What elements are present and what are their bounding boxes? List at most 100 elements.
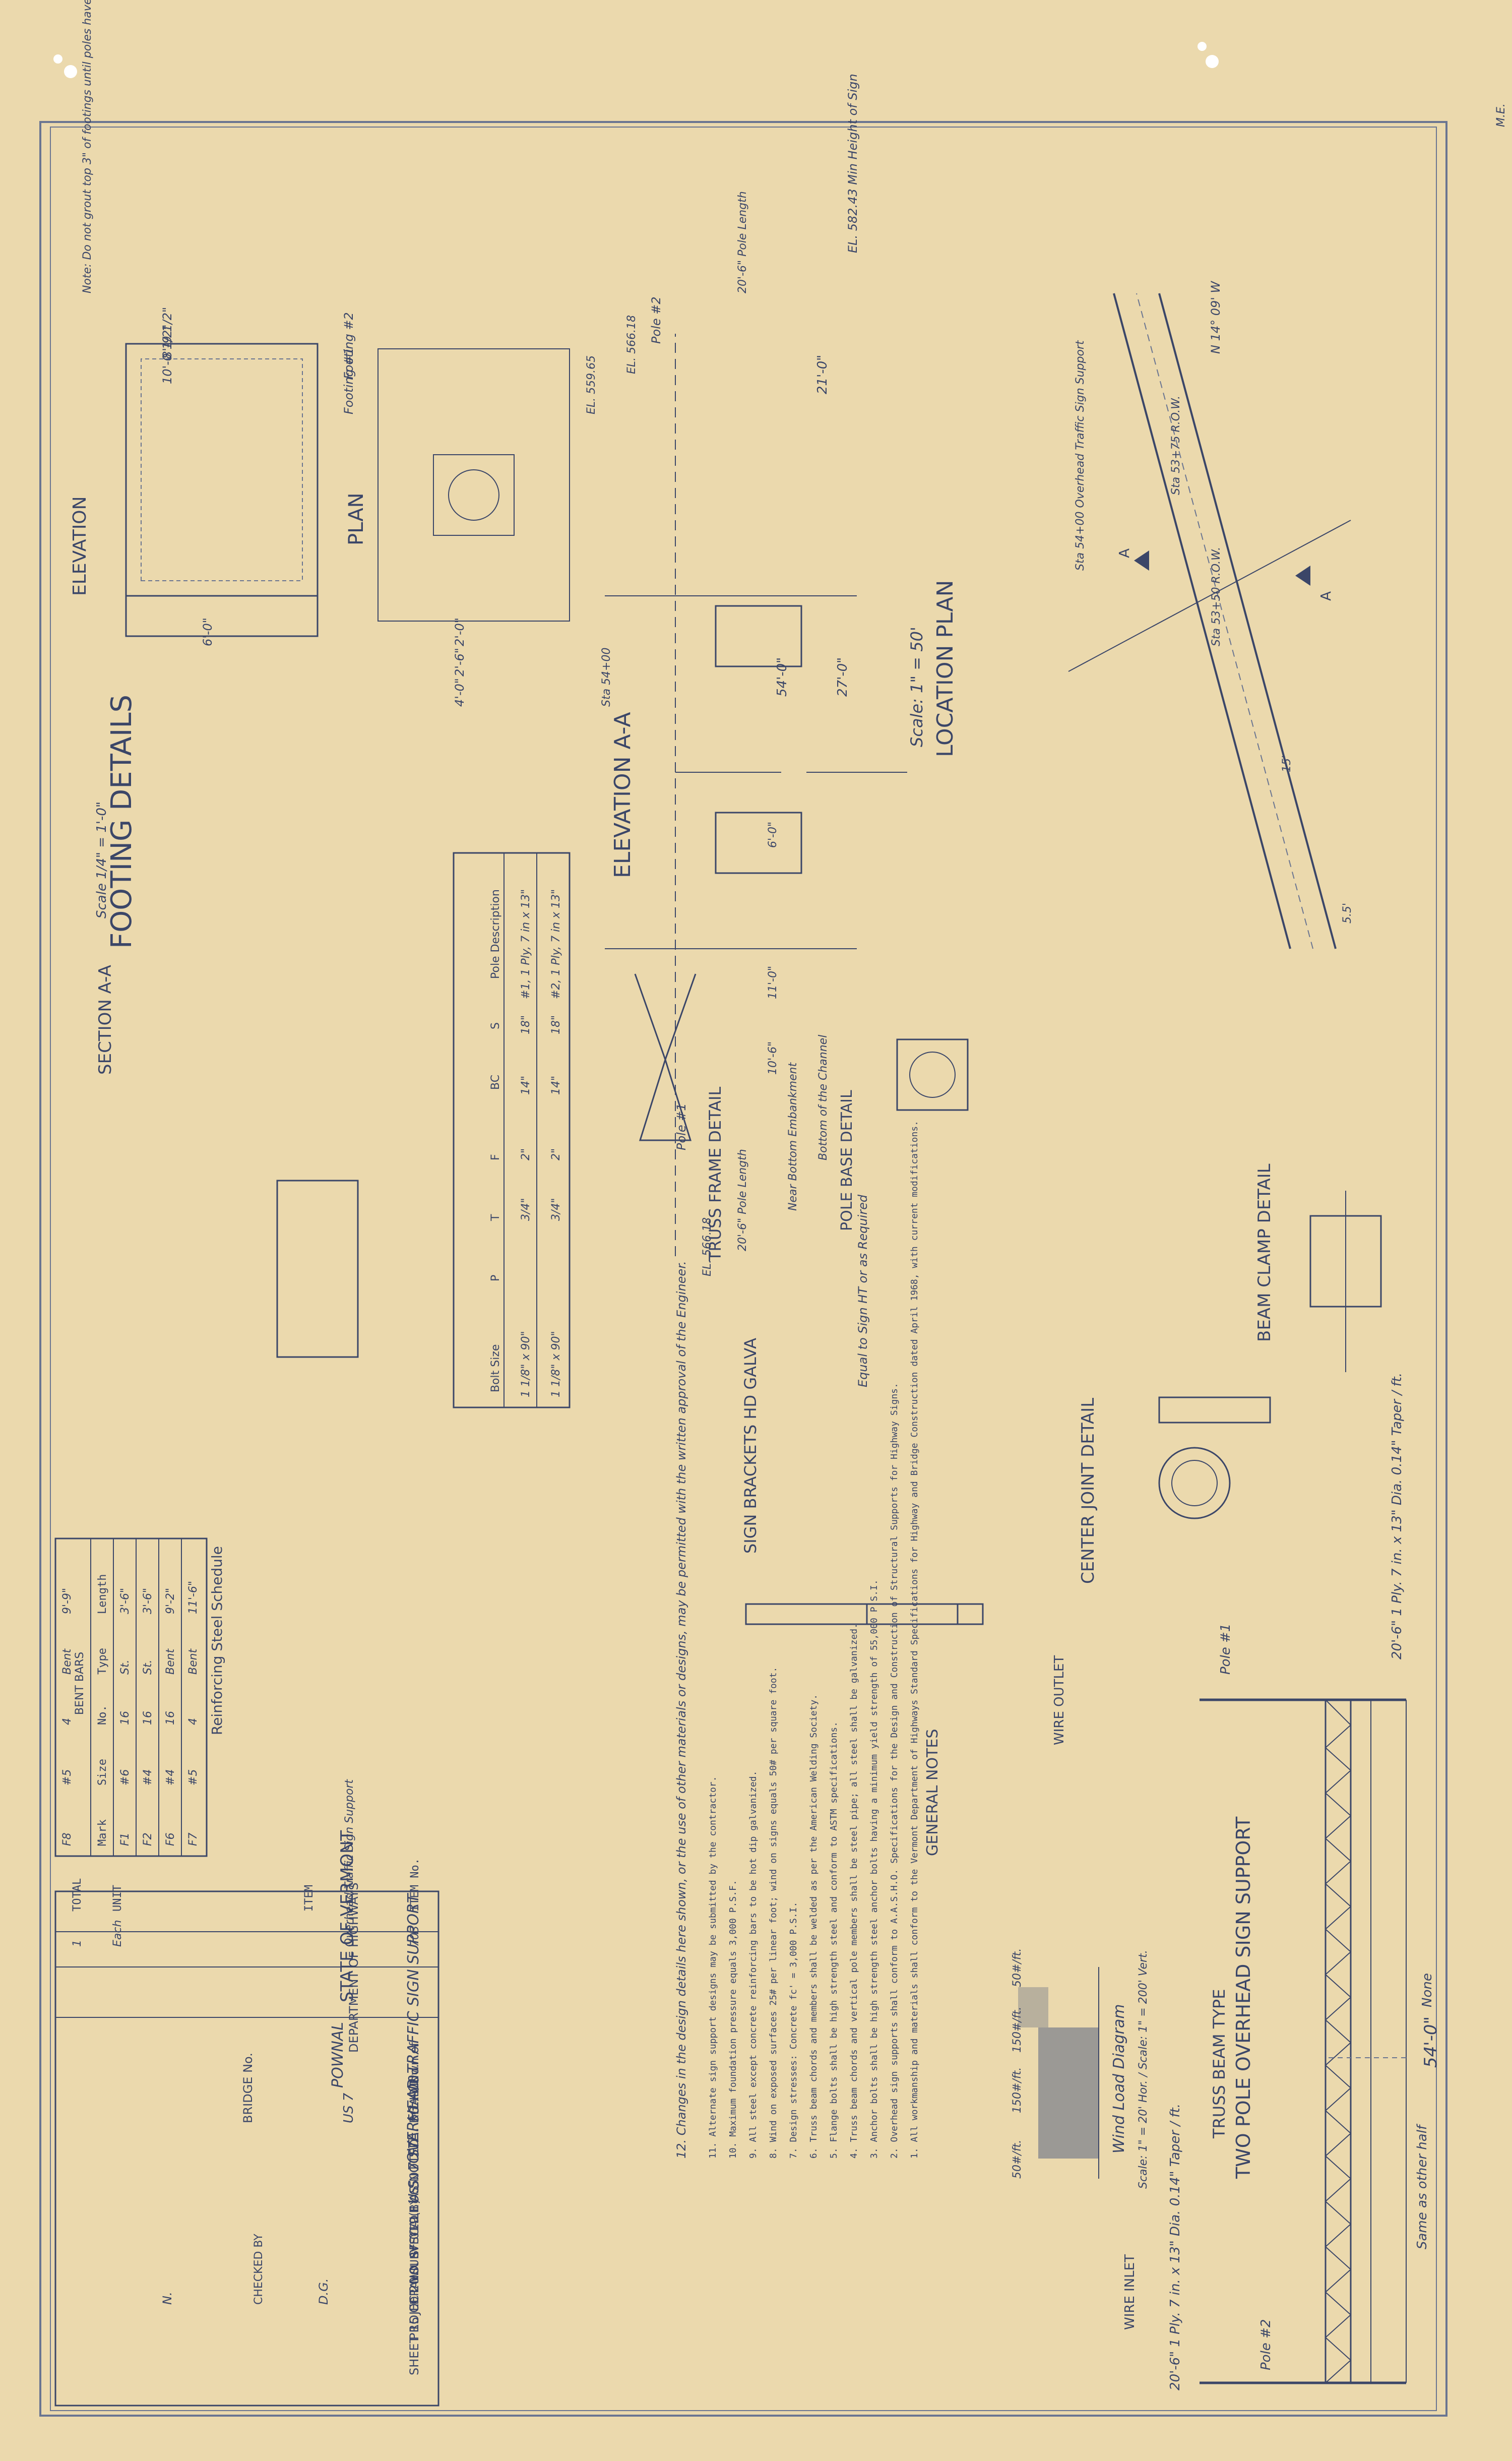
pole-table-cell: 14" [550, 1076, 562, 1095]
rebar-header: Type [96, 1648, 109, 1675]
road-value: US 7 [341, 2093, 356, 2123]
rebar-cell: F6 [164, 1832, 177, 1846]
note-line: 7. Design stresses: Concrete fc' = 3,000… [788, 1902, 799, 2159]
project-number: PROJECT NO. SF 019(1)-6501 [407, 2164, 421, 2340]
checked-by-label: CHECKED BY [253, 2234, 265, 2305]
elevation-aa: ELEVATION A-A Pole #2 Pole #1 EL. 582.43… [585, 74, 907, 1276]
bridge-label: BRIDGE No. [241, 2053, 255, 2123]
sign-support-subtitle: TRUSS BEAM TYPE [1210, 1989, 1229, 2139]
note-line: 10. Maximum foundation pressure equals 3… [728, 1880, 738, 2159]
punch-hole [64, 65, 77, 78]
footing-dim: 10'-0 1/2" [160, 325, 174, 384]
item-cell: 703 [409, 1926, 421, 1947]
detail-drawings: BEAM CLAMP DETAIL CENTER JOINT DETAIL PO… [634, 973, 1382, 1625]
note-line: 6. Truss beam chords and members shall b… [808, 1694, 819, 2159]
pole-spec-left: 20'-6" 1 Ply. 7 in. x 13" Dia. 0.14" Tap… [1168, 2104, 1183, 2390]
pole-table-cell: 14" [520, 1076, 532, 1095]
location-plan-scale: Scale: 1" = 50' [907, 627, 926, 747]
pole-table-cell: 1 1/8" x 90" [520, 1331, 532, 1397]
rebar-cell: 3'-6" [142, 1588, 154, 1614]
rebar-cell: #4 [164, 1769, 177, 1786]
footing-details: PLAN ELEVATION FOOTING DETAILS Scale 1/4… [70, 0, 570, 1358]
wire-outlet-label: WIRE OUTLET [1052, 1655, 1067, 1745]
wind-val: 50#/ft. [1011, 1948, 1024, 1987]
sheet-border [39, 121, 1447, 2417]
elev-dim: 21'-0" [815, 355, 830, 394]
town-value: POWNAL [329, 2022, 347, 2088]
plan-note: Sta 53+75 R.O.W. [1170, 396, 1182, 495]
wind-val: 50#/ft. [1011, 2140, 1024, 2179]
pole-length-top: 20'-6" Pole Length [736, 191, 749, 293]
rebar-header: No. [96, 1705, 109, 1725]
item-cell: Overhead Traffic Sign Support [343, 1779, 356, 1947]
elevation-aa-title: ELEVATION A-A [610, 712, 636, 878]
pole-table-cell: 3/4" [550, 1198, 562, 1221]
note-line: 1. All workmanship and materials shall c… [909, 1121, 920, 2159]
span-dimension: 54'-0" [1421, 2016, 1441, 2068]
general-notes: GENERAL NOTES 1. All workmanship and mat… [674, 1121, 941, 2159]
footing-dim: 2'-0" [453, 618, 467, 646]
el-566-bottom: EL. 566.18 [701, 1217, 714, 1276]
bracket-note: Equal to Sign HT or as Required [856, 1194, 870, 1387]
footing-plan-label: PLAN [345, 493, 368, 545]
rebar-cell: F8 [61, 1832, 74, 1846]
pole-table-cell: #1, 1 Ply, 7 in x 13" [520, 889, 532, 999]
footing-dim: 6'-0" [201, 618, 215, 646]
rebar-cell: 4 [61, 1718, 74, 1725]
pole-2-tag: Pole #2 [649, 296, 663, 344]
project-title: OVERHEAD TRAFFIC SIGN SUPPORT [405, 1892, 422, 2164]
elev-dim: 27'-0" [835, 657, 850, 697]
rebar-cell: 9'-9" [61, 1588, 74, 1614]
route-bearing: N 14° 09' W [1209, 280, 1223, 354]
wind-val: 150#/ft. [1011, 2067, 1024, 2113]
item-cell: 1 [71, 1940, 84, 1947]
same-label: Same as other half [1415, 2123, 1430, 2249]
sheet-number: SHEET 15 OF 20 [407, 2277, 421, 2375]
pole-table-header: T [489, 1214, 502, 1221]
wind-val: 150#/ft. [1011, 2007, 1024, 2053]
section-mark: A [1317, 591, 1334, 601]
note-line: 4. Truss beam chords and vertical pole m… [849, 1623, 859, 2159]
pole-table-header: Bolt Size [489, 1344, 502, 1392]
section-aa-label: SECTION A-A [95, 965, 115, 1075]
rebar-cell: #5 [61, 1769, 74, 1786]
wind-load-scales: Scale: 1" = 20' Hor. / Scale: 1" = 200' … [1137, 1950, 1150, 2189]
drawn-by-label: DRAWN BY [409, 2245, 421, 2305]
pole-length-bottom: 20'-6" Pole Length [736, 1149, 749, 1251]
footing-dim: 4'-0" [453, 678, 467, 707]
pole-spec-right: 20'-6" 1 Ply. 7 in. x 13" Dia. 0.14" Tap… [1390, 1373, 1405, 1659]
scale-label: SCALE AS NOTED [407, 2139, 421, 2244]
plan-note: Sta 54+00 Overhead Traffic Sign Support [1074, 340, 1087, 571]
note-line: 11. Alternate sign support designs may b… [708, 1776, 718, 2159]
pole-table-header: Pole Description [489, 889, 502, 979]
sign-support-elevation: 54'-0" None Same as other half 20'-6" 1 … [1052, 1373, 1441, 2390]
footing-details-title: FOOTING DETAILS [105, 695, 138, 949]
footing-elevation-label: ELEVATION [70, 496, 90, 596]
elev-dim: 54'-0" [775, 657, 790, 697]
rebar-cell: 11'-6" [187, 1581, 200, 1614]
footing-scale: Scale 1/4" = 1'-0" [94, 802, 109, 918]
note-line: 3. Anchor bolts shall be high strength s… [869, 1579, 879, 2159]
section-mark: A [1116, 548, 1132, 558]
pole-table: Pole Description S BC F T P Bolt Size #1… [453, 852, 571, 1408]
wind-load-block [1038, 2027, 1099, 2159]
pole-table-header: S [489, 1022, 502, 1029]
bottom-channel-note: Bottom of the Channel [817, 1035, 830, 1160]
plan-dim: 15' [1281, 755, 1293, 772]
pole-table-cell: 2" [550, 1148, 562, 1160]
note-line: 5. Flange bolts shall be high strength s… [829, 1721, 839, 2159]
punch-hole [53, 54, 62, 64]
rebar-cell: Bent [187, 1648, 200, 1675]
rebar-cell: 3'-6" [119, 1588, 132, 1614]
sheet-border-inner [50, 127, 1437, 2411]
rebar-cell: St. [119, 1659, 132, 1675]
pole-table-cell: 2" [520, 1148, 532, 1160]
rebar-header: Length [96, 1574, 109, 1614]
elev-dim: 10'-6" [767, 1041, 779, 1075]
drawn-by: D.G. [317, 2279, 331, 2305]
center-joint-title: CENTER JOINT DETAIL [1078, 1398, 1098, 1584]
rebar-cell: 16 [119, 1711, 132, 1725]
corner-mark: M.E. [1495, 103, 1507, 127]
none-label: None [1420, 1973, 1435, 2007]
